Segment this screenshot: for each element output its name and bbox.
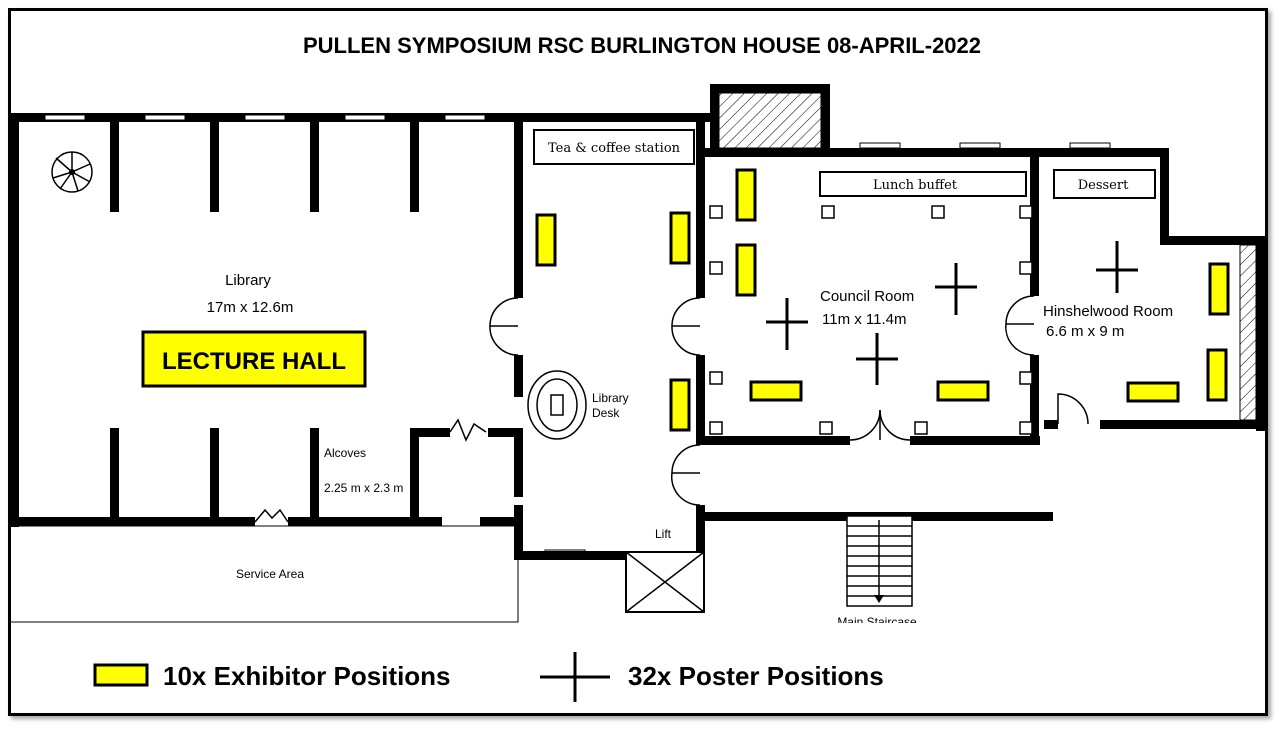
exhibitor-booth	[735, 243, 757, 297]
council-room-columns	[709, 205, 1033, 435]
council-room-size: 11m x 11.4m	[822, 311, 906, 328]
alcoves-size: 2.25 m x 2.3 m	[324, 481, 403, 495]
tea-coffee-label: Tea & coffee station	[548, 141, 681, 156]
exhibitor-positions	[535, 168, 1230, 432]
dessert-label: Dessert	[1078, 178, 1129, 193]
poster-positions	[766, 241, 1138, 385]
exhibitor-booth	[535, 213, 557, 267]
dessert-station: Dessert	[1053, 169, 1156, 199]
exhibitor-booth	[735, 168, 757, 222]
alcoves-label: Alcoves	[324, 446, 366, 460]
library-size: 17m x 12.6m	[207, 299, 294, 316]
exhibitor-booth	[936, 380, 990, 402]
hinshelwood-room-size: 6.6 m x 9 m	[1046, 323, 1124, 340]
council-room-label: Council Room	[820, 288, 914, 305]
poster-marker	[1096, 241, 1138, 293]
library-label: Library	[225, 272, 271, 289]
poster-marker	[856, 333, 898, 385]
spiral-staircase-icon	[51, 151, 93, 193]
corridor-doors	[489, 297, 701, 506]
poster-marker	[935, 263, 977, 315]
corridor-walls	[480, 113, 714, 613]
legend-poster-label: 32x Poster Positions	[628, 661, 884, 691]
exhibitor-booth	[1206, 348, 1228, 402]
exhibitor-booth	[749, 380, 803, 402]
exhibitor-booth	[669, 378, 691, 432]
plan-title: PULLEN SYMPOSIUM RSC BURLINGTON HOUSE 08…	[303, 33, 981, 58]
legend-exhibitor-label: 10x Exhibitor Positions	[163, 661, 451, 691]
library-desk-label-1: Library	[592, 391, 629, 405]
legend: 10x Exhibitor Positions 32x Poster Posit…	[93, 652, 884, 702]
hinshelwood-room-label: Hinshelwood Room	[1043, 303, 1173, 320]
lift-shaft-icon	[625, 551, 705, 613]
desk-icon	[527, 370, 587, 440]
exhibitor-booth	[1126, 381, 1180, 403]
library-desk-label-2: Desk	[592, 406, 620, 420]
service-area-label: Service Area	[236, 567, 304, 581]
lunch-buffet-label: Lunch buffet	[873, 178, 958, 193]
poster-marker	[766, 298, 808, 350]
exhibitor-booth	[1208, 262, 1230, 316]
hinshelwood-door	[1057, 393, 1089, 425]
exhibitor-booth	[669, 211, 691, 265]
lecture-hall-badge: LECTURE HALL	[141, 330, 367, 388]
legend-exhibitor-swatch	[93, 663, 149, 687]
library-bottom-door	[254, 508, 289, 523]
hinshelwood-room-walls	[1039, 148, 1265, 431]
lunch-buffet: Lunch buffet	[819, 171, 1027, 197]
council-room-doors	[849, 295, 1035, 441]
lift-label: Lift	[655, 527, 672, 541]
council-room-walls	[705, 84, 1045, 445]
alcove-door	[449, 418, 487, 442]
tea-coffee-station: Tea & coffee station	[533, 129, 695, 165]
stairs-icon	[846, 515, 913, 607]
lecture-hall-label: LECTURE HALL	[162, 348, 346, 375]
legend-poster-swatch	[540, 652, 610, 702]
